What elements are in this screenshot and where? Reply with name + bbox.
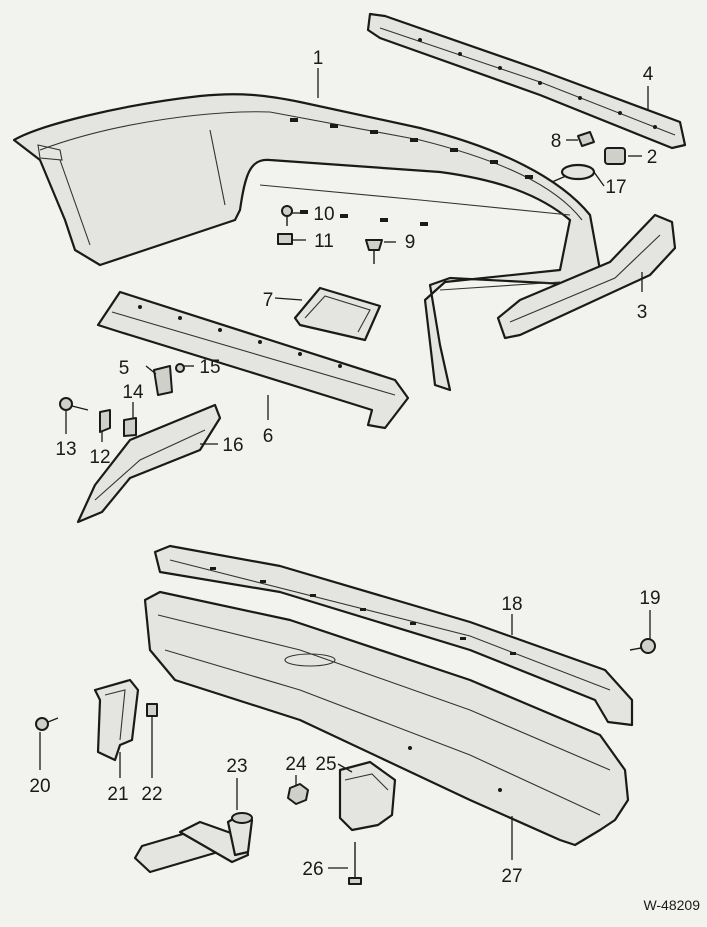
callout-6: 6: [263, 426, 274, 447]
callout-18: 18: [501, 594, 522, 615]
side-moulding-part: [496, 213, 677, 340]
callout-17: 17: [605, 177, 626, 198]
callout-23: 23: [226, 756, 247, 777]
callout-21: 21: [107, 784, 128, 805]
spacer-part: [146, 703, 158, 717]
callout-27: 27: [501, 866, 522, 887]
impact-absorber-part: [133, 812, 254, 874]
clip-part: [604, 147, 626, 165]
callout-11: 11: [314, 231, 334, 252]
eye-bolt-part: [551, 163, 596, 183]
hex-nut-part: [287, 783, 309, 805]
leader-lines: [39, 68, 651, 869]
callout-2: 2: [647, 147, 658, 168]
retainer-part: [123, 417, 137, 437]
spring-clip-part: [99, 409, 111, 433]
callout-10: 10: [313, 204, 334, 225]
lower-panel-part: [96, 290, 410, 430]
callout-12: 12: [89, 447, 110, 468]
callout-7: 7: [263, 290, 274, 311]
bolt-part: [59, 397, 89, 411]
washer-part: [175, 363, 185, 373]
callout-labels: 1 2 3 4 5 6 7 8 9 10 11 12 13 14 15 16 1…: [29, 48, 700, 913]
license-bracket-part: [293, 286, 382, 342]
bumper-reinforcement-beam-part: [143, 590, 630, 847]
push-clip-part: [577, 131, 595, 147]
callout-1: 1: [313, 48, 324, 69]
nut-part: [35, 717, 59, 731]
rivet-part: [281, 205, 293, 226]
callout-19: 19: [639, 588, 660, 609]
bumper-cover-part: [12, 93, 602, 392]
clip-nut-part: [277, 233, 293, 245]
callout-24: 24: [285, 754, 307, 775]
side-bracket-part: [76, 403, 222, 524]
upper-trim-strip-part: [366, 12, 687, 150]
callout-4: 4: [643, 64, 654, 85]
callout-14: 14: [122, 382, 144, 403]
callout-15: 15: [199, 357, 220, 378]
energy-absorber-part: [153, 544, 634, 727]
long-bolt-part: [348, 842, 362, 885]
figure-reference-code: W-48209: [643, 897, 700, 913]
callout-5: 5: [119, 358, 130, 379]
mounting-bracket-part: [153, 365, 173, 396]
callout-3: 3: [637, 302, 648, 323]
callout-13: 13: [55, 439, 76, 460]
callout-20: 20: [29, 776, 50, 797]
callout-22: 22: [141, 784, 162, 805]
callout-25: 25: [315, 754, 336, 775]
screw-part: [365, 239, 383, 264]
callout-9: 9: [405, 232, 416, 253]
callout-8: 8: [551, 131, 562, 152]
side-mount-part: [338, 760, 397, 832]
beam-bracket-part: [93, 678, 140, 762]
flange-bolt-part: [629, 638, 656, 654]
callout-26: 26: [302, 859, 323, 880]
callout-16: 16: [222, 435, 243, 456]
